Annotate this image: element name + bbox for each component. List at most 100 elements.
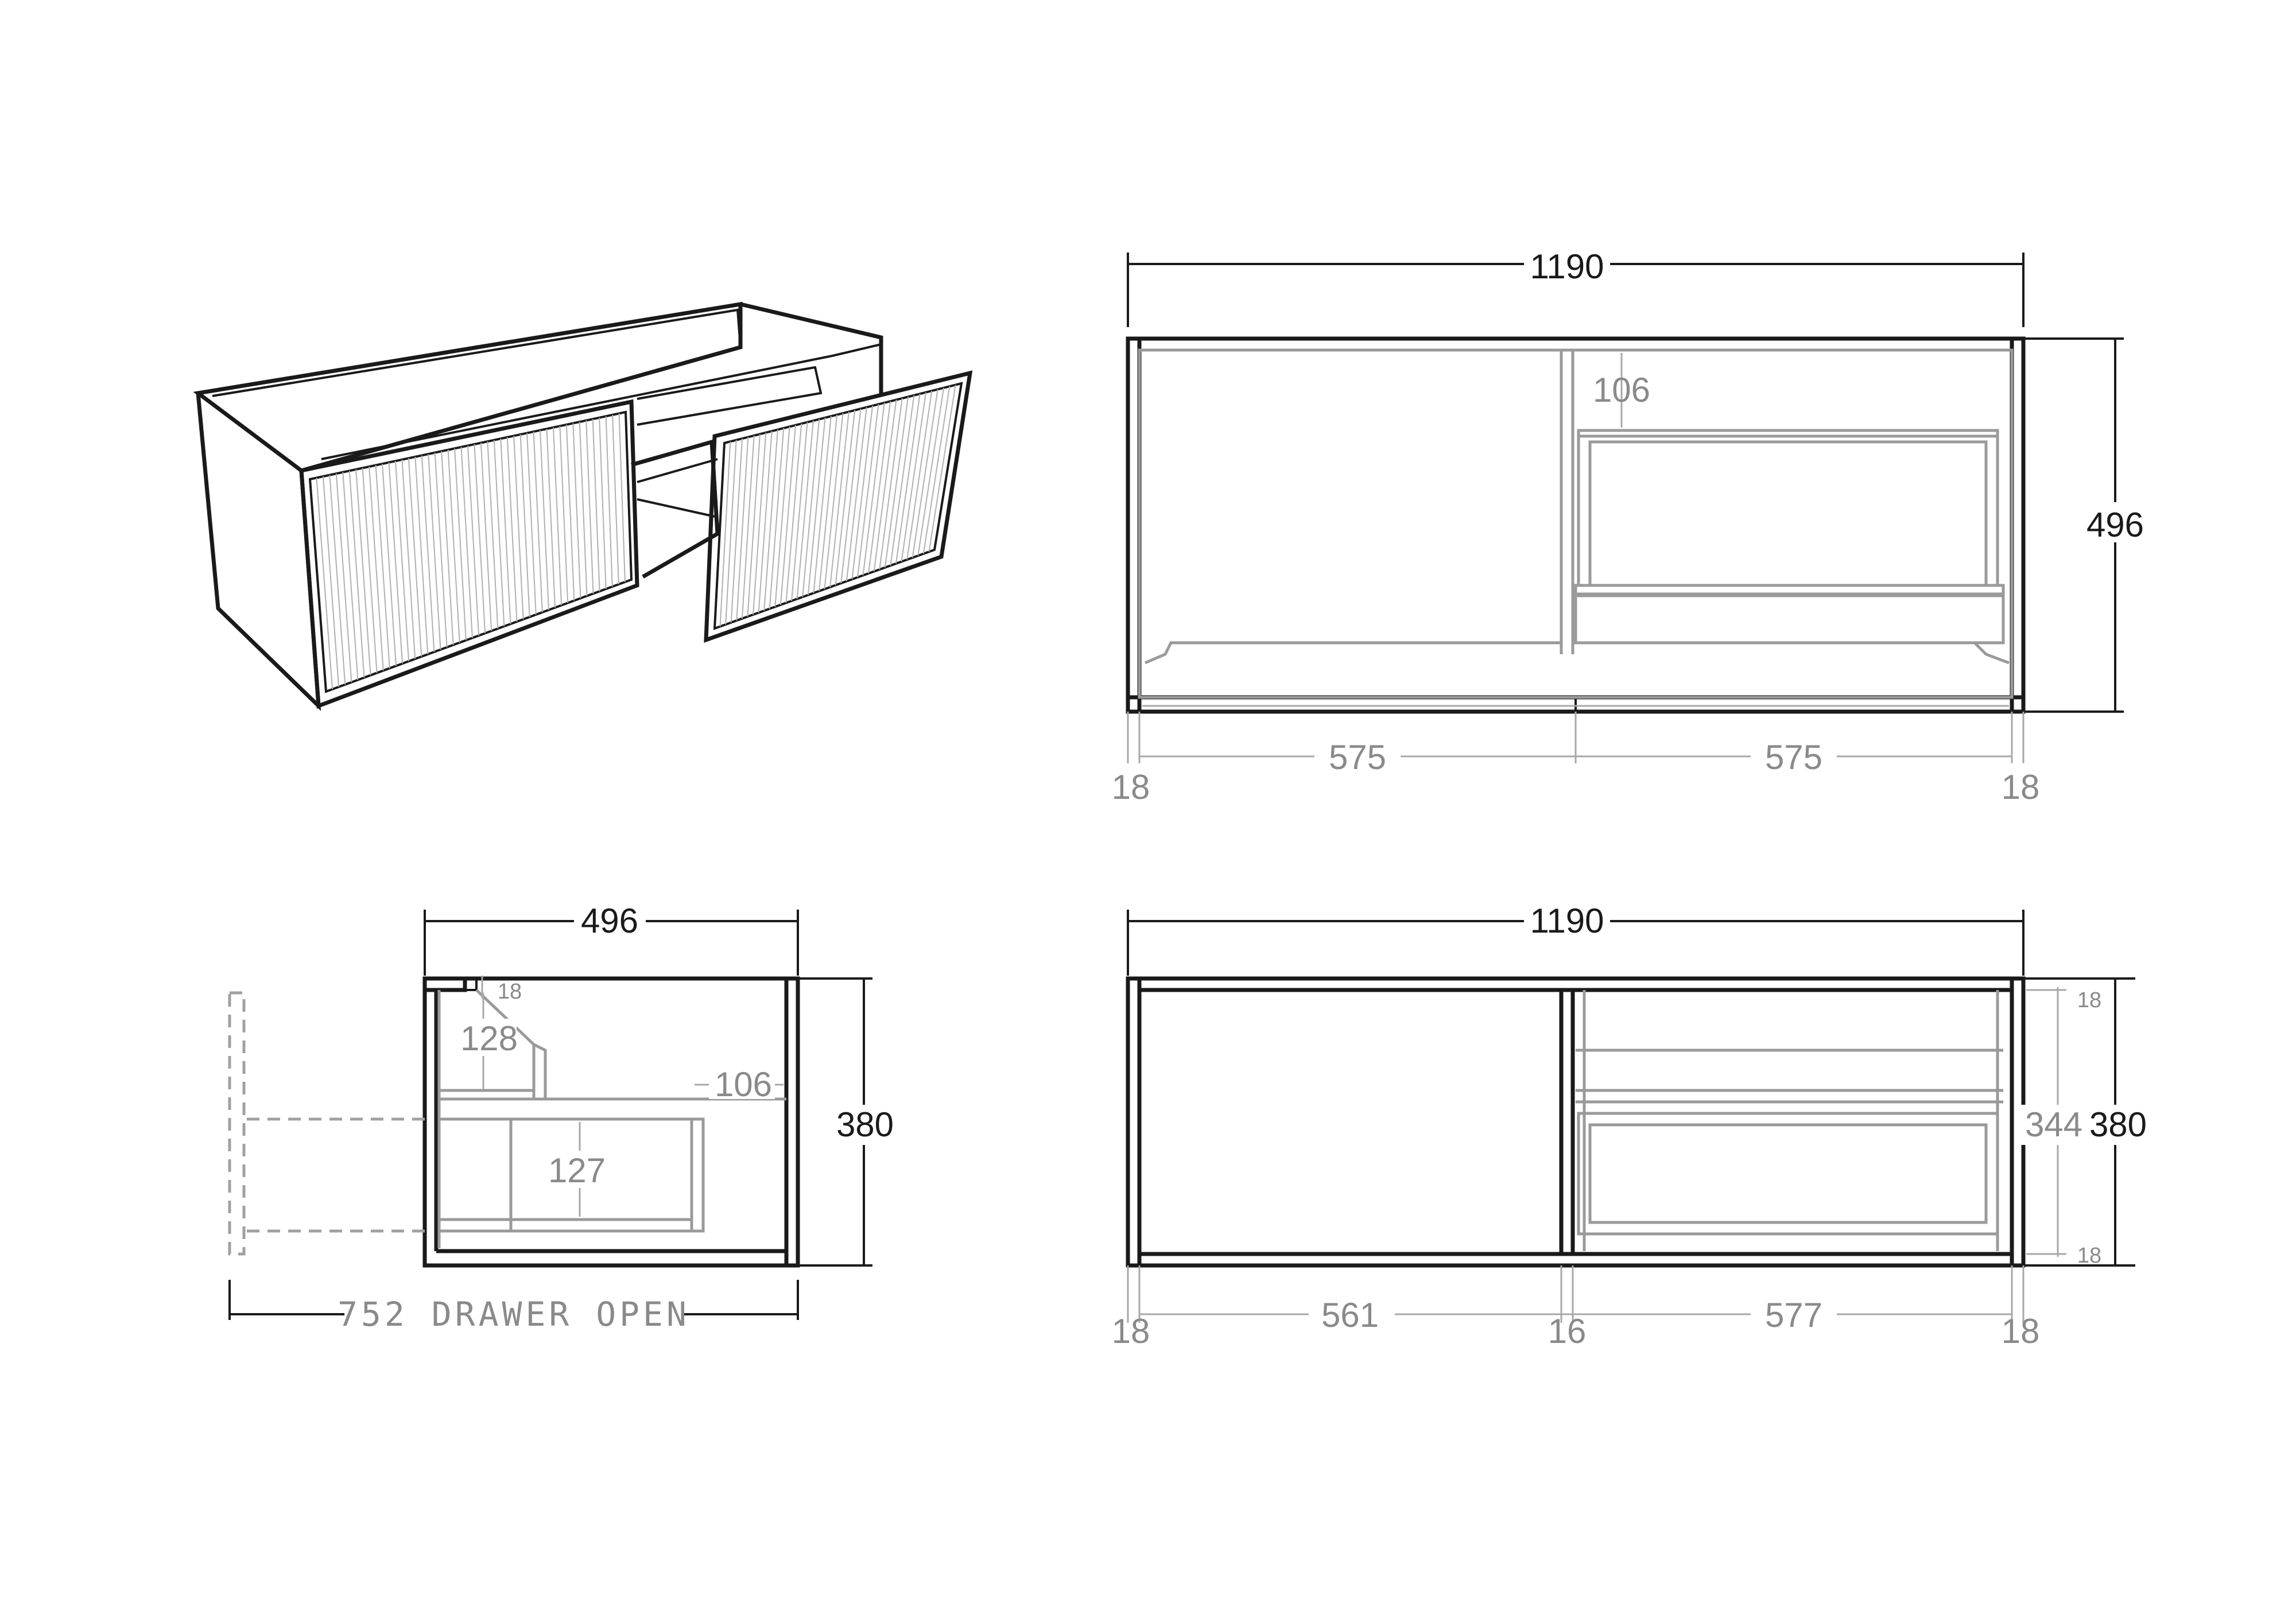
flute-line [474, 444, 486, 634]
flute-line [851, 405, 874, 580]
inner-shelf [637, 366, 823, 426]
front-height-label: 496 [2086, 506, 2144, 544]
drawer-front-flutes [719, 385, 956, 627]
left-door [299, 399, 639, 709]
flute-line [559, 426, 569, 603]
front-side-left-label: 18 [1112, 768, 1150, 806]
flute-line [906, 390, 933, 560]
flute-line [546, 429, 556, 608]
flute-line [316, 477, 333, 690]
side-setback-label: 106 [715, 1065, 772, 1104]
drawer-body [631, 439, 720, 579]
flute-line [763, 429, 778, 611]
flute-line [791, 422, 808, 601]
flute-line [460, 446, 473, 638]
flute-line [612, 414, 619, 585]
flute-line [802, 419, 820, 597]
side-carcass [422, 976, 800, 1268]
flute-line [342, 472, 359, 680]
flute-line [565, 424, 575, 601]
front-left-panel-label: 575 [1329, 738, 1386, 776]
flute-line [725, 440, 737, 625]
side-depth-label: 496 [581, 902, 638, 940]
flute-line [428, 454, 441, 650]
flute-line [856, 404, 879, 578]
flute-line [747, 434, 761, 617]
flute-line [526, 433, 537, 615]
flute-line [730, 438, 743, 623]
flute-line [736, 437, 749, 621]
top-side-left-label: 18 [1112, 1312, 1150, 1350]
flute-line [774, 426, 790, 607]
drawer-front [704, 370, 973, 643]
flute-line [753, 432, 767, 615]
flute-line [829, 411, 850, 588]
flute-line [362, 468, 378, 673]
flute-line [922, 386, 951, 554]
front-width-label: 1190 [1530, 247, 1604, 286]
flute-line [585, 420, 594, 594]
front-inner-outline [1138, 348, 2014, 699]
flute-line [493, 440, 505, 627]
front-drawer-box [1577, 429, 1999, 587]
flute-line [741, 435, 755, 619]
flute-line [719, 441, 731, 627]
bottom-panel-thickness-label: 18 [2077, 1244, 2101, 1268]
flute-line [862, 402, 885, 576]
flute-line [454, 448, 467, 640]
side-upper-space-label: 128 [460, 1019, 518, 1058]
top-view: 1190 344 380 18 18 [1112, 902, 2152, 1350]
flute-line [421, 455, 435, 653]
flute-line [846, 407, 867, 581]
flute-line [884, 397, 909, 568]
flute-line [394, 461, 410, 662]
flute-line [818, 414, 838, 592]
flute-line [813, 416, 832, 593]
flute-line [868, 401, 891, 574]
flute-line [592, 419, 600, 592]
top-right-bay-label: 577 [1765, 1296, 1822, 1334]
flute-line [779, 425, 796, 605]
front-inner-dim-label: 106 [1593, 371, 1650, 409]
flute-line [441, 451, 454, 645]
flute-line [329, 475, 346, 685]
flute-line [506, 437, 518, 622]
flute-line [895, 394, 921, 564]
flute-line [375, 465, 390, 669]
front-frame [1126, 336, 2026, 714]
top-side-right-label: 18 [2002, 1312, 2040, 1350]
flute-line [599, 417, 607, 589]
flute-line [796, 420, 814, 599]
flute-line [758, 431, 773, 613]
flute-line [807, 417, 826, 595]
flute-line [500, 438, 511, 624]
front-side-right-label: 18 [2002, 768, 2040, 806]
flute-line [785, 424, 802, 603]
flute-line [540, 430, 549, 610]
flute-line [618, 413, 626, 583]
top-inner-height-label: 344 [2025, 1105, 2082, 1144]
flute-line [414, 456, 429, 655]
front-right-panel-label: 575 [1765, 738, 1822, 776]
flute-line [533, 432, 543, 612]
flute-line [467, 445, 479, 636]
flute-line [388, 462, 403, 664]
flute-line [873, 399, 897, 572]
flute-line [552, 427, 563, 605]
flute-line [408, 458, 422, 657]
flute-line [912, 389, 938, 558]
side-drawer [437, 1117, 705, 1233]
flute-line [890, 395, 915, 566]
flute-line [840, 409, 862, 584]
flute-line [447, 449, 460, 643]
top-height-label: 380 [2089, 1105, 2147, 1144]
top-divider-label: 16 [1548, 1312, 1587, 1350]
flute-line [835, 410, 856, 585]
flute-line [401, 459, 416, 659]
side-height-label: 380 [836, 1105, 894, 1144]
flute-line [579, 422, 588, 596]
front-view: 1190 106 496 [1112, 247, 2144, 806]
flute-line [434, 452, 448, 647]
isometric-view [193, 301, 973, 711]
